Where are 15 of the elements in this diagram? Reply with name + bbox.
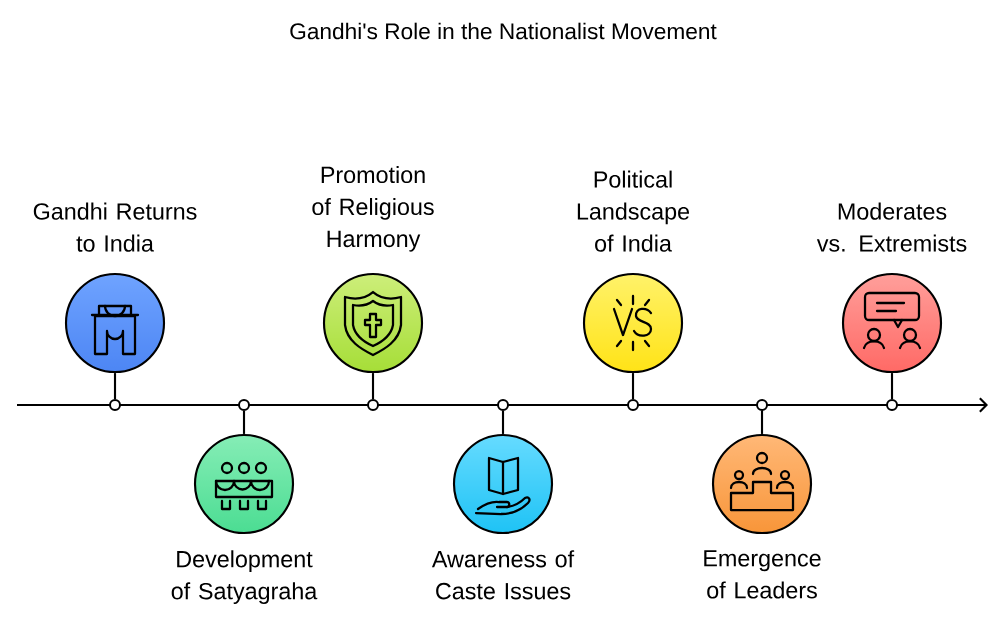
connector-stem	[113, 373, 117, 399]
title: Gandhi's Role in the Nationalist Movement	[290, 22, 717, 40]
connector-stem	[371, 373, 375, 399]
milestone-label: Political Landscape of India	[577, 170, 690, 252]
connector-stem	[501, 411, 505, 434]
milestone-label: Promotion of Religious Harmony	[312, 166, 434, 252]
milestone-label: Development of Satyagraha	[171, 550, 318, 605]
milestone-label: Gandhi Returns to India	[33, 202, 197, 252]
connector-stem	[631, 373, 635, 399]
connector-stem	[890, 373, 894, 399]
connector-stem	[760, 411, 764, 434]
connector-stem	[242, 411, 246, 434]
milestone-label: Emergence of Leaders	[704, 550, 821, 599]
milestone-label: Awareness of Caste Issues	[431, 550, 575, 600]
milestone-label: Moderates vs. Extremists	[816, 202, 967, 252]
